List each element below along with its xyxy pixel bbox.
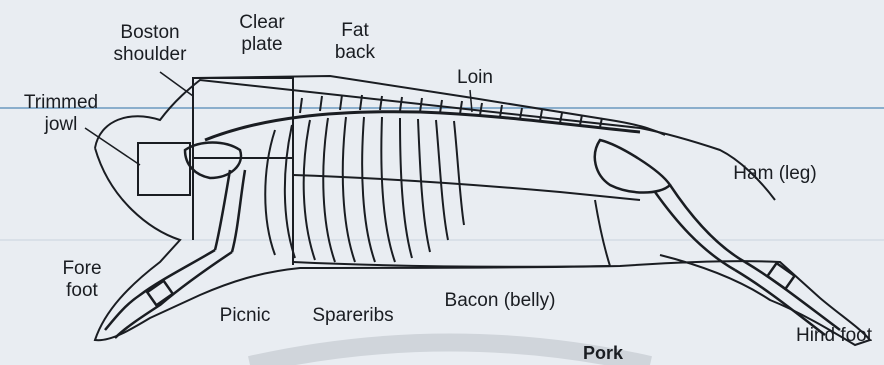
trimmed-jowl-box: [138, 143, 190, 195]
label-fore-foot: Fore foot: [52, 258, 112, 302]
label-boston-shoulder: Boston shoulder: [95, 22, 205, 66]
label-clear-plate: Clear plate: [222, 12, 302, 56]
leader-lines: [85, 72, 472, 165]
belly-line: [293, 262, 610, 267]
label-picnic: Picnic: [205, 305, 285, 327]
ham-division: [595, 200, 610, 266]
loin-belly-line: [293, 175, 640, 200]
label-fat-back: Fat back: [320, 20, 390, 64]
label-hind-foot: Hind foot: [785, 325, 883, 347]
label-bacon-belly: Bacon (belly): [430, 290, 570, 312]
boston-shoulder-box: [193, 78, 293, 158]
label-ham-leg: Ham (leg): [720, 163, 830, 185]
label-trimmed-jowl: Trimmed jowl: [6, 92, 116, 136]
label-loin: Loin: [445, 67, 505, 89]
spine: [205, 112, 640, 140]
label-spareribs: Spareribs: [298, 305, 408, 327]
diagram-title: Pork: [568, 342, 638, 364]
